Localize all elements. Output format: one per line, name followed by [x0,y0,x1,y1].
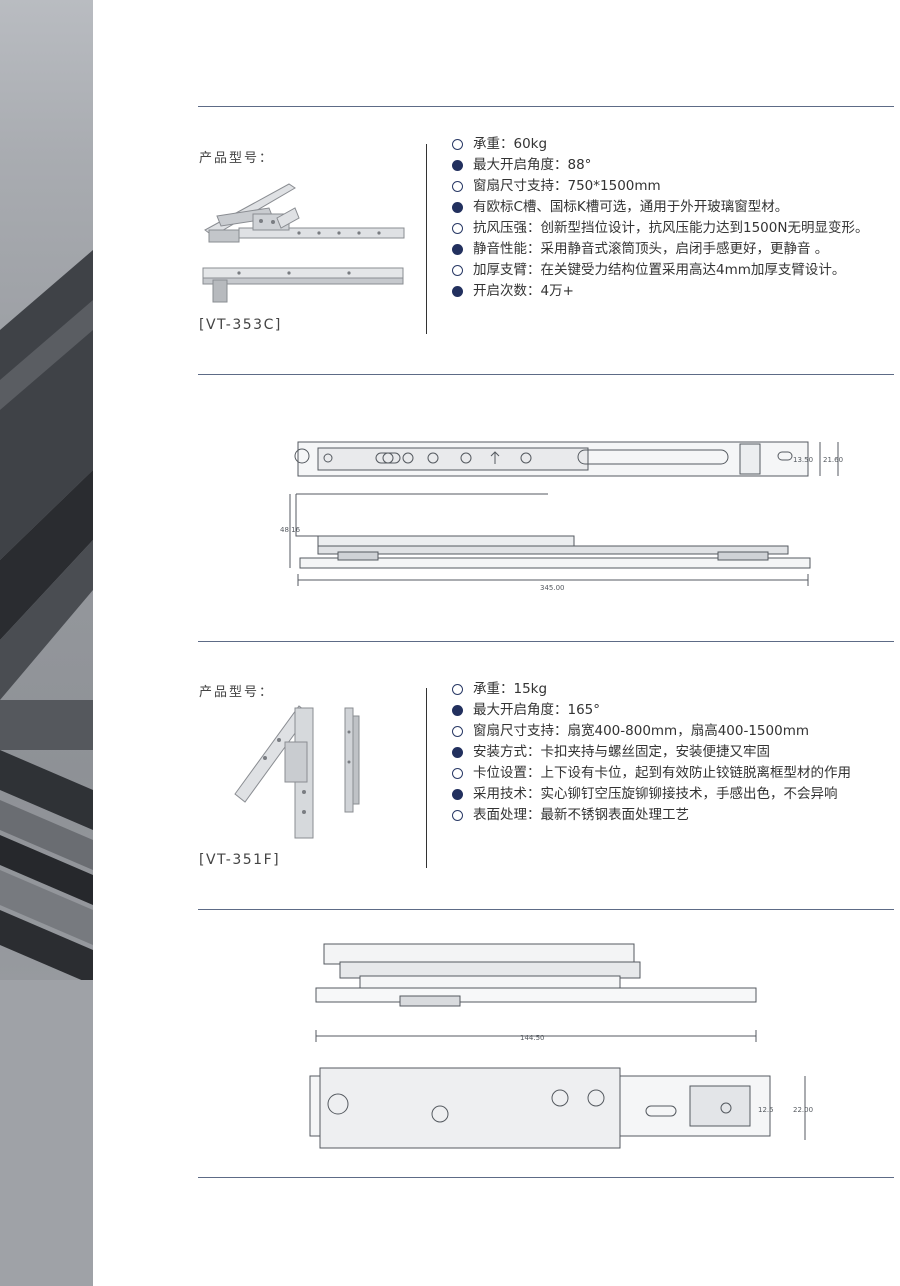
spec-label: 加厚支臂： [473,262,541,278]
spec-label: 最大开启角度： [473,702,568,718]
open-circle-bullet-icon [452,768,463,779]
spec-item: 静音性能：采用静音式滚筒顶头，启闭手感更好，更静音 。 [452,239,897,260]
filled-circle-bullet-icon [452,747,463,758]
dimension-label: 345.00 [540,584,565,592]
spec-item: 加厚支臂：在关键受力结构位置采用高达4mm加厚支臂设计。 [452,260,897,281]
spec-item: 窗扇尺寸支持：扇宽400-800mm，扇高400-1500mm [452,721,897,742]
dimension-label: 144.50 [520,1034,545,1042]
spec-value: 15kg [513,681,548,697]
filled-circle-bullet-icon [452,286,463,297]
spec-value: 卡扣夹持与螺丝固定，安装便捷又牢固 [540,744,771,760]
filled-circle-bullet-icon [452,705,463,716]
spec-label: 采用技术： [473,786,541,802]
open-circle-bullet-icon [452,181,463,192]
spec-label: 承重： [473,136,514,152]
spec-list: 承重：60kg 最大开启角度：88° 窗扇尺寸支持：750*1500mm 有欧标… [452,134,897,302]
hinge-353c-photo [199,178,409,312]
spec-label: 最大开启角度： [473,157,568,173]
spec-item: 安装方式：卡扣夹持与螺丝固定，安装便捷又牢固 [452,742,897,763]
spec-item: 抗风压强：创新型挡位设计，抗风压能力达到1500N无明显变形。 [452,218,897,239]
spec-value: 上下设有卡位，起到有效防止铰链脱离框型材的作用 [540,765,852,781]
open-circle-bullet-icon [452,223,463,234]
divider-bottom [198,1177,894,1178]
spec-item: 有欧标C槽、国标K槽可选，通用于外开玻璃窗型材。 [452,197,897,218]
spec-item: 卡位设置：上下设有卡位，起到有效防止铰链脱离框型材的作用 [452,763,897,784]
model-code: [VT-353C] [199,317,282,333]
spec-value: 60kg [513,136,548,152]
spec-label: 卡位设置： [473,765,541,781]
spec-value: 实心铆钉空压旋铆铆接技术，手感出色，不会异响 [540,786,838,802]
column-divider [426,688,427,868]
model-label: 产品型号： [199,685,275,700]
column-divider [426,144,427,334]
open-circle-bullet-icon [452,684,463,695]
spec-label: 安装方式： [473,744,541,760]
spec-item: 承重：60kg [452,134,897,155]
spec-item: 最大开启角度：165° [452,700,897,721]
filled-circle-bullet-icon [452,160,463,171]
divider [198,374,894,375]
spec-label: 承重： [473,681,514,697]
spec-item: 最大开启角度：88° [452,155,897,176]
spec-item: 采用技术：实心铆钉空压旋铆铆接技术，手感出色，不会异响 [452,784,897,805]
spec-list: 承重：15kg 最大开启角度：165° 窗扇尺寸支持：扇宽400-800mm，扇… [452,679,897,826]
spec-item: 开启次数：4万+ [452,281,897,302]
spec-value: 750*1500mm [567,178,661,194]
dimension-label: 22.00 [793,1106,813,1114]
divider [198,909,894,910]
technical-drawing-351f: 144.50 12.5 22.00 [300,936,840,1170]
spec-value: 4万+ [540,283,574,299]
spec-label: 窗扇尺寸支持： [473,178,568,194]
spec-value: 采用静音式滚筒顶头，启闭手感更好，更静音 。 [540,241,829,257]
dimension-label: 12.5 [758,1106,774,1114]
spec-value: 88° [567,157,592,173]
spec-label: 抗风压强： [473,220,541,236]
spec-item: 窗扇尺寸支持：750*1500mm [452,176,897,197]
spec-label: 表面处理： [473,807,541,823]
spec-value: 在关键受力结构位置采用高达4mm加厚支臂设计。 [540,262,846,278]
spec-value: 165° [567,702,601,718]
open-circle-bullet-icon [452,726,463,737]
open-circle-bullet-icon [452,265,463,276]
spec-value: 有欧标C槽、国标K槽可选，通用于外开玻璃窗型材。 [473,199,789,215]
spec-item: 表面处理：最新不锈钢表面处理工艺 [452,805,897,826]
dimension-label: 13.50 [793,456,813,464]
dimension-label: 21.60 [823,456,843,464]
spec-label: 开启次数： [473,283,541,299]
divider [198,641,894,642]
aluminum-profile-image [0,0,93,1286]
open-circle-bullet-icon [452,810,463,821]
spec-value: 创新型挡位设计，抗风压能力达到1500N无明显变形。 [540,220,869,236]
filled-circle-bullet-icon [452,789,463,800]
technical-drawing-353c: 13.50 21.60 48.16 345.00 [278,428,858,602]
divider-top [198,106,894,107]
spec-item: 承重：15kg [452,679,897,700]
dimension-label: 48.16 [280,526,301,534]
hinge-351f-photo [225,702,370,846]
open-circle-bullet-icon [452,139,463,150]
model-label: 产品型号： [199,151,275,166]
spec-value: 最新不锈钢表面处理工艺 [540,807,690,823]
spec-label: 窗扇尺寸支持： [473,723,568,739]
spec-value: 扇宽400-800mm，扇高400-1500mm [567,723,810,739]
spec-label: 静音性能： [473,241,541,257]
model-code: [VT-351F] [199,852,281,868]
filled-circle-bullet-icon [452,202,463,213]
filled-circle-bullet-icon [452,244,463,255]
